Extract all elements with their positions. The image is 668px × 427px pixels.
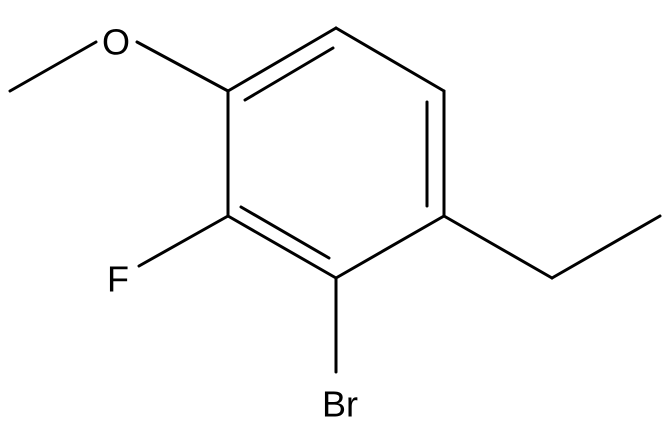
double-bond-inner-bottom [239, 205, 331, 260]
atom-label-bromine: Br [322, 384, 358, 425]
bond-ring-ethyl [442, 214, 554, 280]
bond-methyl-oxygen [8, 40, 98, 93]
bond-oxygen-ring [135, 40, 230, 93]
bond-ring-fluorine [137, 214, 230, 268]
atom-label-oxygen: O [102, 22, 130, 63]
bond-ethyl-methyl [550, 214, 662, 280]
bond-ring-c4-c5 [334, 214, 446, 280]
double-bond-inner-top [243, 46, 335, 102]
atom-label-fluorine: F [107, 259, 129, 300]
bond-ring-c2-c3 [334, 26, 446, 93]
bond-ring-c1-c2 [226, 26, 338, 93]
bond-ring-c5-c6 [226, 214, 338, 280]
